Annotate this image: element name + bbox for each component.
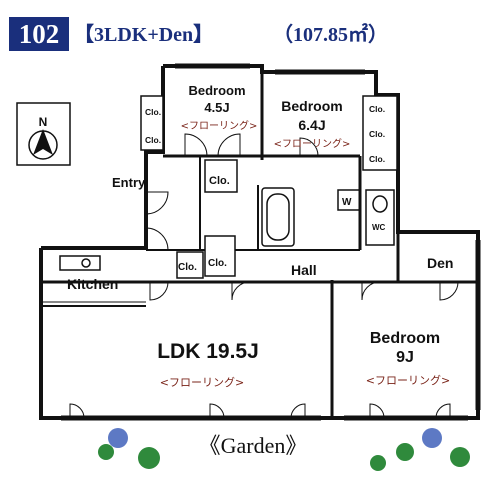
closet-label: Clo. — [145, 135, 161, 145]
bedroom-b-name: Bedroom — [281, 98, 342, 114]
bedroom-a-name: Bedroom — [188, 83, 245, 98]
kitchen-label: Kitchen — [67, 276, 118, 292]
closets — [140, 95, 398, 279]
layout-type: 【3LDK+Den】 — [74, 24, 214, 46]
north-arrow-icon — [33, 129, 53, 155]
closet-label: Clo. — [208, 258, 227, 269]
ldk-name: LDK 19.5J — [157, 340, 259, 363]
closet-label: Clo. — [369, 104, 385, 114]
bedroom-a-size: 4.5J — [204, 100, 229, 115]
windows — [61, 63, 481, 421]
bedroom-b-size: 6.4J — [298, 117, 325, 133]
entry-label: Entry — [112, 175, 146, 190]
bedroom-c-size: 9J — [396, 349, 414, 366]
garden-plants — [98, 428, 470, 471]
bedroom-c-name: Bedroom — [370, 330, 440, 347]
bathroom-fixtures — [40, 187, 395, 303]
closet-label: Clo. — [178, 262, 197, 273]
compass: N — [16, 102, 71, 166]
bedroom-c-flooring: <フローリング> — [366, 373, 450, 387]
wc-label: WC — [372, 223, 386, 232]
unit-number-badge: 102 — [9, 17, 69, 51]
closet-label: Clo. — [145, 107, 161, 117]
bedroom-a-flooring: <フローリング> — [181, 119, 258, 132]
closet-label: Clo. — [369, 154, 385, 164]
floor-area: （107.85㎡） — [273, 24, 388, 46]
hall-label: Hall — [291, 262, 317, 278]
den-label: Den — [427, 255, 453, 271]
compass-label: N — [39, 115, 48, 129]
ldk-flooring: <フローリング> — [160, 375, 244, 389]
garden-label: 《Garden》 — [199, 433, 308, 458]
bedroom-b-flooring: <フローリング> — [274, 137, 351, 150]
doors — [69, 133, 459, 419]
closet-label: Clo. — [369, 129, 385, 139]
closet-label: Clo. — [209, 175, 230, 187]
room-labels: Bedroom 4.5J <フローリング> Bedroom 6.4J <フローリ… — [67, 83, 453, 389]
washer-label: W — [342, 197, 352, 208]
